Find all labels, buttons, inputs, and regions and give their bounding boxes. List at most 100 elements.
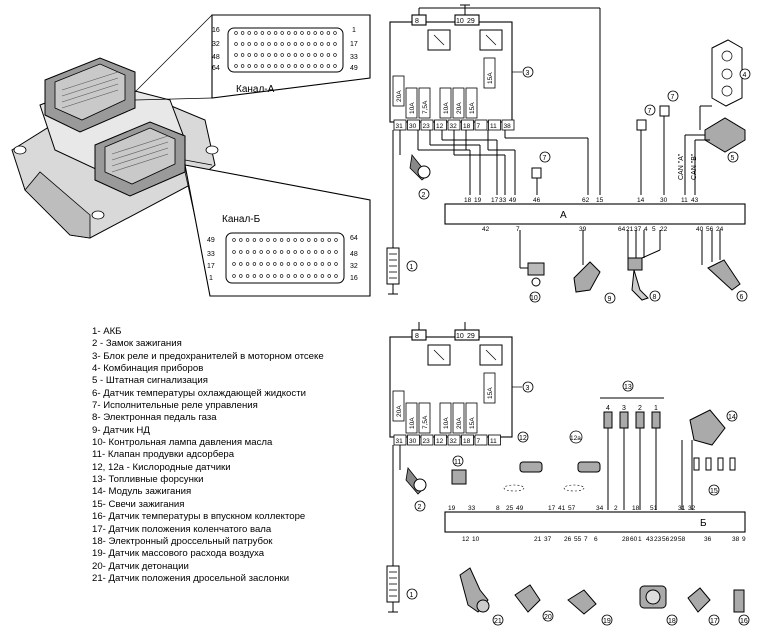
connector-pin-dot bbox=[252, 262, 257, 266]
legend-item: 1- АКБ bbox=[92, 326, 122, 337]
legend-item: 14- Модуль зажигания bbox=[92, 486, 192, 498]
connector-pin-dot bbox=[259, 250, 263, 254]
box-pin-cell bbox=[420, 119, 434, 131]
legend-item: 19- Датчик массового расхода воздуха bbox=[92, 548, 265, 560]
callout-a-4: 4 bbox=[743, 72, 747, 79]
connector-pin-dot bbox=[273, 250, 277, 254]
connector-pin-dot bbox=[313, 238, 318, 242]
fuse-label: 20A bbox=[396, 90, 403, 102]
connector-pin-dot bbox=[254, 31, 258, 35]
ignition-module-icon bbox=[689, 409, 726, 446]
ecu-pin-label: 4 bbox=[644, 226, 648, 233]
box-b-pin-10: 10 bbox=[456, 333, 464, 340]
ecu-pin-label: 57 bbox=[568, 505, 576, 512]
connector-pin-dot bbox=[280, 31, 284, 35]
box-pin-label: 23 bbox=[423, 123, 431, 130]
throttle-position-sensor-icon bbox=[459, 567, 490, 613]
connector-pin-dot bbox=[320, 262, 325, 266]
fuse-box bbox=[465, 87, 478, 119]
connector-pin-dot bbox=[273, 274, 277, 278]
ecu-pin-label: 56 bbox=[662, 536, 670, 543]
pressure-sensor-icon bbox=[573, 261, 601, 293]
box-pin-label: 30 bbox=[409, 123, 417, 130]
legend-item: 12, 12а - Кислородные датчики bbox=[92, 461, 231, 473]
connector-pin-dot bbox=[245, 238, 250, 242]
box-pin-label: 12 bbox=[436, 123, 444, 130]
battery-icon bbox=[386, 445, 400, 613]
ecu-pin-label: 42 bbox=[482, 226, 490, 233]
fuse-box bbox=[452, 87, 465, 119]
connector-pin-dot bbox=[247, 53, 251, 57]
box-pin-cell bbox=[420, 434, 434, 446]
legend-item: 9- Датчик НД bbox=[92, 424, 150, 436]
connector-pin-dot bbox=[313, 262, 318, 266]
callout-b-3: 3 bbox=[526, 385, 530, 392]
fuse-label: 10A bbox=[443, 102, 450, 114]
box-pin-label: 38 bbox=[504, 123, 512, 130]
connector-pin-dot bbox=[313, 274, 318, 278]
fuse-label: 7,5A bbox=[422, 415, 429, 429]
ignition-switch-icon bbox=[409, 154, 431, 181]
legend-item: 3- Блок реле и предохранителей в моторно… bbox=[92, 350, 324, 362]
ecu-pin-label: 58 bbox=[678, 536, 686, 543]
connector-b-pin-16: 16 bbox=[350, 275, 358, 282]
ecu-pin-label: 11 bbox=[681, 197, 688, 204]
callout-a-5: 5 bbox=[731, 155, 735, 162]
connector-pin-dot bbox=[320, 53, 324, 57]
connector-pin-dot bbox=[245, 250, 250, 254]
connector-pin-dot bbox=[247, 31, 251, 35]
connector-a-pin-48: 48 bbox=[212, 54, 220, 61]
can-a-label: CAN "A" bbox=[678, 153, 685, 180]
callout-a-10: 10 bbox=[530, 295, 538, 302]
connector-pin-dot bbox=[334, 262, 338, 266]
connector-pin-dot bbox=[320, 250, 325, 254]
fuse-label: 10A bbox=[443, 417, 450, 429]
connector-b-title: Канал-Б bbox=[222, 214, 261, 225]
callout-b-2: 2 bbox=[418, 504, 422, 511]
connector-pin-dot bbox=[287, 64, 291, 68]
callout-a-1: 1 bbox=[410, 264, 414, 271]
connector-pin-dot bbox=[293, 274, 297, 278]
ecu-pin-label: 41 bbox=[558, 505, 566, 512]
box-pin-cell bbox=[474, 119, 488, 131]
connector-pin-dot bbox=[307, 274, 311, 278]
legend-item: 6- Датчик температуры охлаждающей жидкос… bbox=[92, 387, 306, 399]
connector-a-pin-32: 32 bbox=[212, 41, 220, 48]
callout-b-14: 14 bbox=[728, 414, 736, 421]
connector-pin-dot bbox=[232, 250, 236, 254]
box-pin-cell bbox=[488, 119, 501, 131]
connector-pin-dot bbox=[334, 274, 338, 278]
connector-pin-dot bbox=[260, 42, 265, 46]
intake-temp-sensor-icon bbox=[733, 589, 745, 613]
fuse-label: 15A bbox=[469, 417, 476, 429]
legend-item: 8- Электронная педаль газа bbox=[92, 412, 217, 424]
connector-pin-dot bbox=[313, 53, 317, 57]
connector-pin-dot bbox=[326, 64, 331, 68]
connector-pin-dot bbox=[259, 238, 263, 242]
ecu-pin-label: 8 bbox=[496, 505, 500, 512]
box-a-pin-10: 10 bbox=[456, 18, 464, 25]
connector-pin-dot bbox=[300, 262, 304, 266]
callout-b-17: 17 bbox=[710, 618, 718, 625]
box-pin-cell bbox=[488, 434, 501, 446]
fuse-box bbox=[392, 75, 405, 107]
connector-pin-dot bbox=[232, 274, 236, 278]
connector-pin-dot bbox=[293, 42, 298, 46]
callout-a-9: 9 bbox=[608, 296, 612, 303]
connector-b-pin-33: 33 bbox=[207, 251, 215, 258]
ecu-a-block bbox=[444, 203, 746, 225]
callout-a-7b: 7 bbox=[648, 108, 652, 115]
callout-a-6: 6 bbox=[740, 294, 744, 301]
instrument-cluster-icon bbox=[711, 39, 743, 107]
connector-a-title: Канал-А bbox=[236, 84, 275, 95]
ecu-pin-label: 17 bbox=[491, 197, 499, 204]
ecu-pin-label: 24 bbox=[716, 226, 724, 233]
connector-pin-dot bbox=[307, 238, 311, 242]
connector-a-pin-16: 16 bbox=[212, 27, 220, 34]
connector-pin-dot bbox=[239, 274, 243, 278]
connector-pin-dot bbox=[240, 42, 245, 46]
connector-pin-dot bbox=[239, 262, 243, 266]
box-pin-cell bbox=[474, 434, 488, 446]
fuse-box bbox=[405, 87, 418, 119]
